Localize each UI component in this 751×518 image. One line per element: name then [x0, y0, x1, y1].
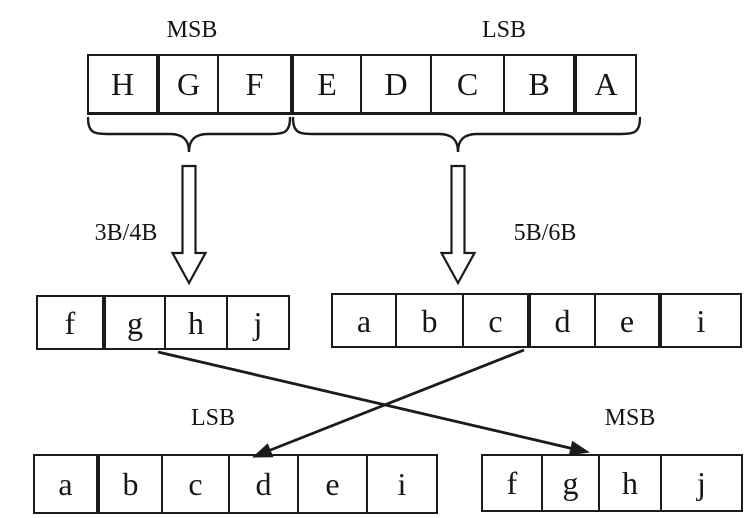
register-cell: f	[38, 297, 102, 348]
register-cell: e	[297, 456, 366, 512]
register-cell: g	[541, 456, 598, 510]
register-cell: f	[483, 456, 541, 510]
label-3b4b: 3B/4B	[94, 220, 158, 246]
register-cell: j	[226, 297, 288, 348]
label-lsb-bottom: LSB	[190, 405, 235, 431]
register-cell: G	[156, 56, 217, 112]
label-5b6b: 5B/6B	[513, 220, 577, 246]
register-cell: a	[333, 295, 395, 346]
register-cell: h	[164, 297, 226, 348]
register-cell: i	[366, 456, 436, 512]
register-cell: c	[462, 295, 527, 346]
cross-arrow-fghj-to-msb-icon	[157, 350, 590, 456]
label-msb-top: MSB	[166, 17, 218, 43]
cross-arrow-abcdei-to-lsb-icon	[252, 348, 525, 458]
register-cell: i	[658, 295, 740, 346]
register-cell: F	[217, 56, 290, 112]
brace-msb-group-icon	[86, 116, 292, 153]
register-cell: A	[573, 56, 635, 112]
register-cell: b	[96, 456, 161, 512]
register-cell: h	[598, 456, 660, 510]
register-cell: b	[395, 295, 462, 346]
output-register-lsb: a b c d e i	[33, 454, 438, 514]
label-msb-bottom: MSB	[604, 405, 656, 431]
register-cell: H	[89, 56, 156, 112]
register-cell: g	[102, 297, 164, 348]
down-arrow-3b4b-icon	[170, 164, 208, 286]
output-register-msb: f g h j	[481, 454, 743, 512]
register-3b4b-output: f g h j	[36, 295, 290, 350]
register-cell: e	[594, 295, 658, 346]
register-5b6b-output: a b c d e i	[331, 293, 742, 348]
register-cell: j	[660, 456, 741, 510]
register-cell: c	[161, 456, 228, 512]
register-cell: B	[503, 56, 573, 112]
register-cell: d	[527, 295, 594, 346]
register-cell: C	[430, 56, 503, 112]
label-lsb-top: LSB	[481, 17, 526, 43]
register-cell: D	[360, 56, 430, 112]
input-register: H G F E D C B A	[87, 54, 637, 115]
down-arrow-5b6b-icon	[439, 164, 477, 286]
register-cell: a	[35, 456, 96, 512]
brace-lsb-group-icon	[291, 116, 642, 153]
register-cell: d	[228, 456, 297, 512]
register-cell: E	[290, 56, 360, 112]
